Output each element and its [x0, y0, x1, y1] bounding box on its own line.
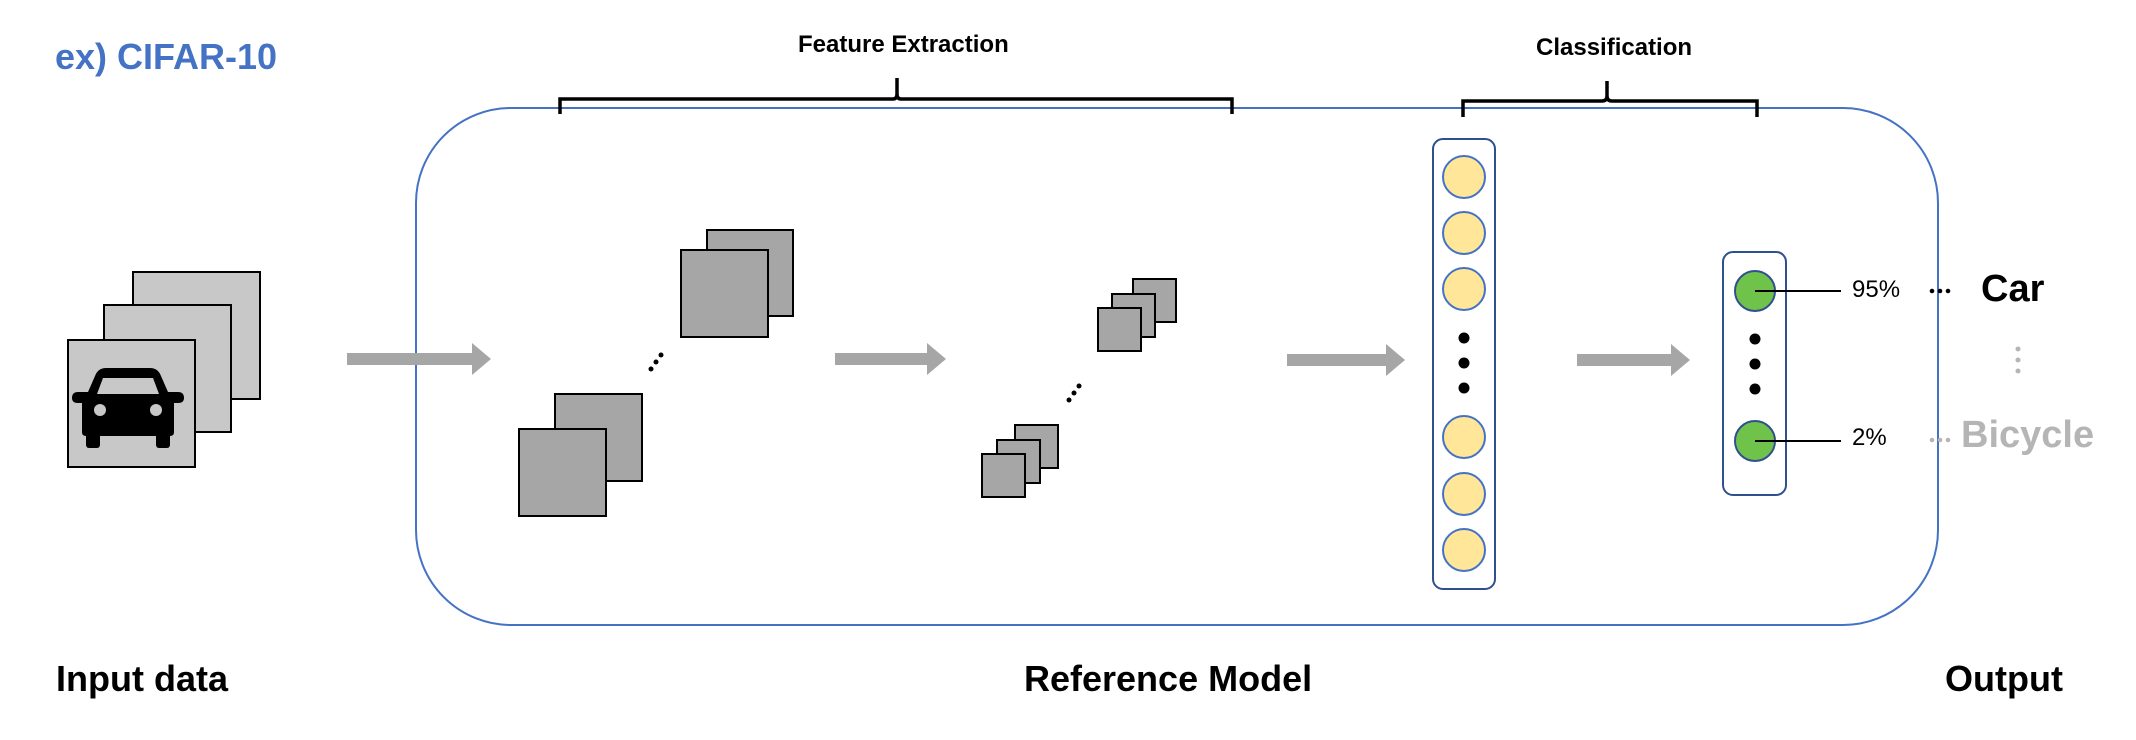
input-data-label: Input data — [56, 658, 228, 699]
arrow-fc-to-output — [1577, 344, 1690, 376]
ellipsis-dots-1 — [648, 352, 664, 372]
bicycle-leader-dots — [1929, 437, 1951, 443]
feature-map-group-1 — [518, 229, 794, 517]
output-ellipsis-dots — [1749, 333, 1761, 395]
car-icon — [72, 368, 184, 448]
classification-label: Classification — [1536, 34, 1693, 61]
car-class-label: Car — [1981, 268, 2045, 310]
output-connectors — [1755, 290, 1841, 442]
arrow-conv2-to-fc — [1287, 344, 1405, 376]
feature-map-group-2 — [981, 278, 1177, 498]
fc-ellipsis-dots — [1458, 332, 1470, 394]
classification-brace — [1461, 81, 1759, 117]
output-class-ellipsis — [2015, 346, 2021, 374]
car-leader-dots — [1929, 288, 1951, 294]
model-container — [415, 107, 1939, 626]
arrow-conv1-to-conv2 — [835, 343, 946, 375]
bicycle-class-label: Bicycle — [1961, 414, 2095, 456]
feature-extraction-brace — [558, 78, 1234, 114]
ellipsis-dots-2 — [1066, 383, 1082, 403]
output-label: Output — [1945, 658, 2063, 699]
fc-layer-nodes — [1442, 155, 1486, 572]
arrow-input-to-model — [347, 343, 491, 375]
dataset-label: ex) CIFAR-10 — [55, 36, 278, 77]
bicycle-probability: 2% — [1852, 424, 1887, 451]
feature-extraction-label: Feature Extraction — [798, 31, 1009, 58]
reference-model-label: Reference Model — [1024, 658, 1313, 699]
car-probability: 95% — [1852, 276, 1901, 303]
